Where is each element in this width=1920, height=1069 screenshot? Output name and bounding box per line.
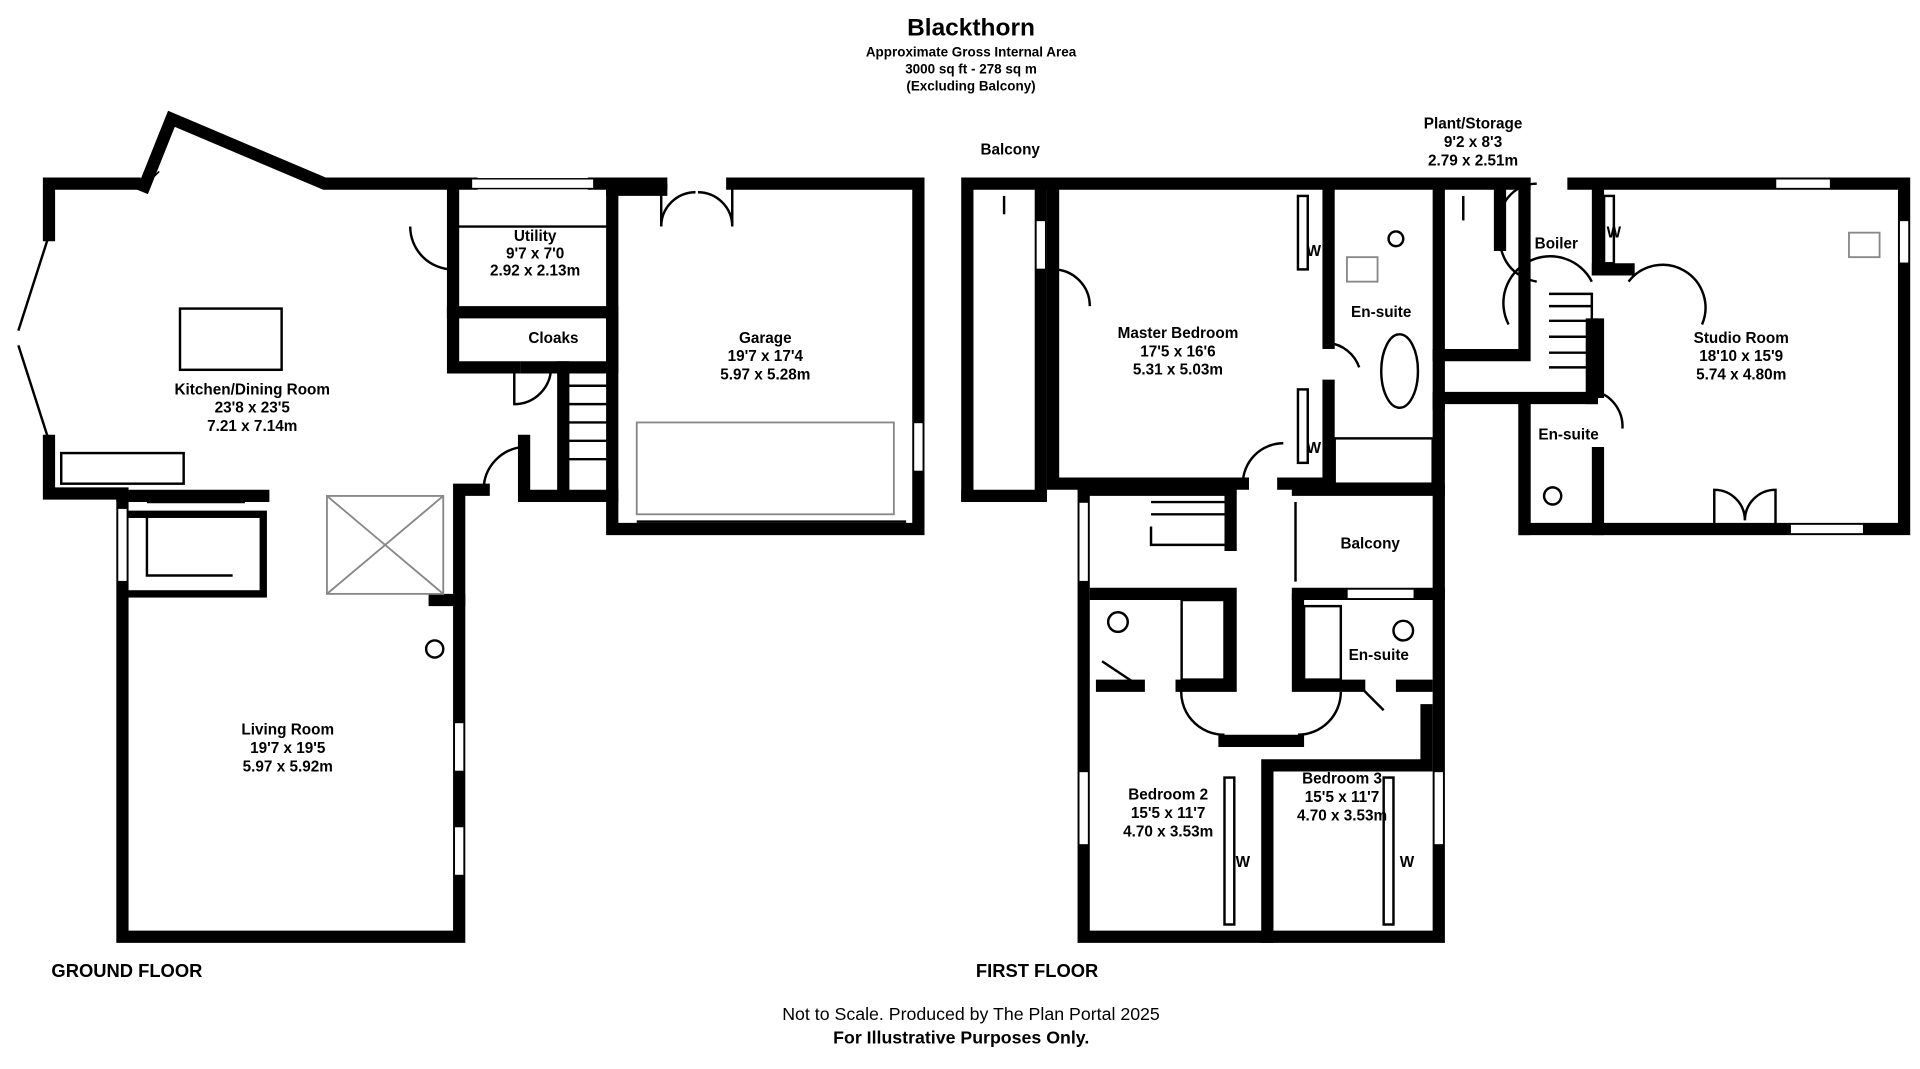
room-dims-metric: 2.79 x 2.51m	[1428, 152, 1518, 169]
room-dims-metric: 5.97 x 5.28m	[720, 367, 810, 384]
wardrobe-label: W	[1307, 243, 1322, 260]
room-label: Balcony	[1340, 536, 1400, 553]
room-dims-imperial: 9'7 x 7'0	[506, 245, 564, 262]
wardrobe-label: W	[1400, 854, 1415, 871]
room-dims-imperial: 18'10 x 15'9	[1699, 348, 1783, 365]
room-dims-imperial: 23'8 x 23'5	[215, 400, 291, 417]
room-label: Kitchen/Dining Room	[174, 381, 330, 398]
room-label: En-suite	[1351, 304, 1411, 321]
room-label: Studio Room	[1694, 330, 1789, 347]
room-dims-metric: 4.70 x 3.53m	[1297, 807, 1387, 824]
room-dims-metric: 2.92 x 2.13m	[490, 263, 580, 280]
room-dims-metric: 5.97 x 5.92m	[243, 758, 333, 775]
wardrobe-label: W	[1607, 225, 1622, 242]
room-dims-imperial: 19'7 x 17'4	[728, 348, 804, 365]
room-dims-metric: 5.31 x 5.03m	[1133, 362, 1223, 379]
room-label: Utility	[514, 228, 557, 245]
footer-disclaimer: For Illustrative Purposes Only.	[833, 1027, 1089, 1047]
room-label: Cloaks	[528, 330, 578, 347]
room-dims-imperial: 15'5 x 11'7	[1131, 805, 1205, 822]
room-label: En-suite	[1538, 427, 1598, 444]
plan-title: Blackthorn	[907, 15, 1035, 42]
room-dims-imperial: 15'5 x 11'7	[1305, 789, 1379, 806]
ground-floor-walls	[17, 110, 925, 943]
room-dims-imperial: 19'7 x 19'5	[250, 740, 326, 757]
room-dims-metric: 4.70 x 3.53m	[1123, 823, 1213, 840]
room-label: Plant/Storage	[1424, 116, 1523, 133]
room-label: En-suite	[1349, 647, 1409, 664]
room-dims-imperial: 9'2 x 8'3	[1444, 134, 1502, 151]
room-dims-metric: 7.21 x 7.14m	[207, 418, 297, 435]
ground-floor-label: GROUND FLOOR	[51, 960, 202, 981]
room-label: Bedroom 2	[1128, 787, 1208, 804]
area-value: 3000 sq ft - 278 sq m	[905, 61, 1037, 76]
first-floor-label: FIRST FLOOR	[976, 960, 1098, 981]
room-label: Living Room	[241, 722, 334, 739]
room-label: Master Bedroom	[1118, 325, 1239, 342]
room-label: Garage	[739, 330, 792, 347]
room-label: Balcony	[980, 141, 1040, 158]
area-note: (Excluding Balcony)	[906, 79, 1035, 94]
room-label: Boiler	[1535, 236, 1578, 253]
room-dims-imperial: 17'5 x 16'6	[1140, 343, 1215, 360]
area-subtitle: Approximate Gross Internal Area	[866, 44, 1077, 59]
footer-credit: Not to Scale. Produced by The Plan Porta…	[782, 1004, 1160, 1024]
room-dims-metric: 5.74 x 4.80m	[1696, 367, 1786, 384]
room-label: Bedroom 3	[1302, 771, 1382, 788]
wardrobe-label: W	[1236, 854, 1251, 871]
first-floor-walls	[961, 177, 1911, 943]
wardrobe-label: W	[1307, 440, 1322, 457]
